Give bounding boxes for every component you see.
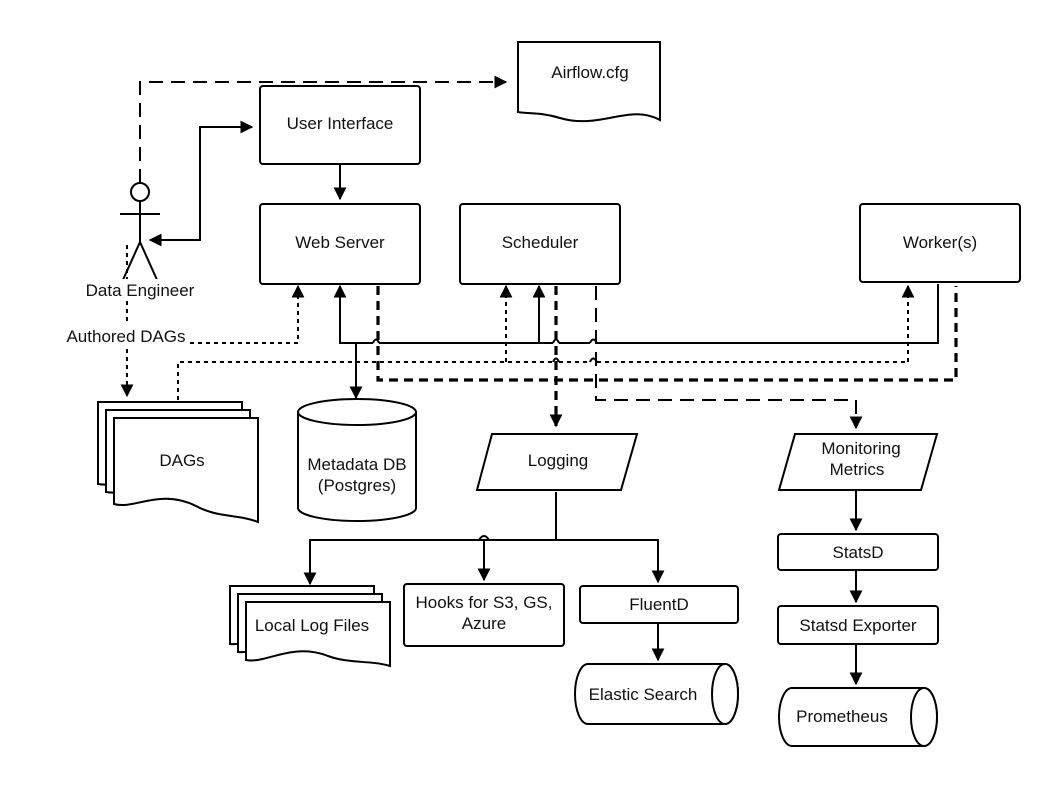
metadata-db-label-line1: Metadata DB — [307, 455, 406, 474]
edge-metadata-bus — [340, 284, 939, 344]
edge-engineer-to-airflow-cfg — [139, 75, 508, 183]
hop-6 — [478, 535, 490, 541]
edge-logging-bus — [376, 286, 958, 382]
prometheus-node: Prometheus — [778, 687, 938, 747]
edge-engineer-user-interface — [148, 120, 254, 247]
edge-dags-to-webserver-up — [190, 284, 305, 344]
hop-2 — [552, 338, 560, 344]
statsd-exporter-node: Statsd Exporter — [777, 605, 939, 645]
actor-head-icon — [130, 182, 150, 202]
statsd-node: StatsD — [777, 533, 939, 571]
statsd-exporter-label: Statsd Exporter — [799, 616, 917, 635]
statsd-label: StatsD — [832, 543, 883, 562]
edge-scheduler-to-monitoring — [595, 286, 863, 430]
actor-body-icon — [120, 201, 160, 283]
workers-node: Worker(s) — [859, 203, 1021, 283]
hooks-node: Hooks for S3, GS, Azure — [403, 583, 565, 647]
dags-node: DAGs — [97, 401, 259, 524]
scheduler-label: Scheduler — [502, 233, 579, 252]
user-interface-label: User Interface — [287, 114, 394, 133]
monitoring-label-line1: Monitoring — [821, 439, 900, 458]
airflow-cfg-node: Airflow.cfg — [517, 41, 661, 123]
elastic-search-label: Elastic Search — [589, 685, 698, 704]
prometheus-label: Prometheus — [796, 707, 888, 726]
fluentd-node: FluentD — [579, 585, 739, 624]
logging-label: Logging — [528, 451, 589, 470]
user-interface-node: User Interface — [259, 85, 421, 165]
edge-dags-to-webserver — [177, 361, 908, 400]
web-server-node: Web Server — [259, 203, 421, 285]
scheduler-node: Scheduler — [459, 203, 621, 285]
workers-label: Worker(s) — [903, 233, 977, 252]
metadata-db-label-line2: (Postgres) — [318, 476, 396, 495]
local-log-files-node: Local Log Files — [229, 585, 391, 668]
metadata-db-node: Metadata DB (Postgres) — [297, 398, 417, 522]
monitoring-label-line2: Metrics — [830, 460, 885, 479]
data-engineer-actor: Data Engineer — [82, 182, 198, 301]
web-server-label: Web Server — [295, 233, 385, 252]
hooks-label-line2: Azure — [462, 614, 506, 633]
edges — [120, 75, 958, 686]
authored-dags-label: Authored DAGs — [66, 327, 185, 346]
monitoring-metrics-node: Monitoring Metrics — [777, 433, 939, 491]
hop-4 — [552, 357, 560, 363]
airflow-cfg-label: Airflow.cfg — [551, 63, 628, 82]
authored-dags-annotation: Authored DAGs — [62, 325, 190, 347]
logging-node: Logging — [475, 433, 639, 491]
hooks-label-line1: Hooks for S3, GS, — [416, 593, 553, 612]
hop-1 — [372, 338, 380, 344]
dags-label: DAGs — [159, 451, 204, 470]
elastic-search-node: Elastic Search — [574, 663, 739, 725]
fluentd-label: FluentD — [629, 595, 689, 614]
local-log-files-label: Local Log Files — [255, 616, 369, 635]
data-engineer-label: Data Engineer — [86, 281, 195, 300]
